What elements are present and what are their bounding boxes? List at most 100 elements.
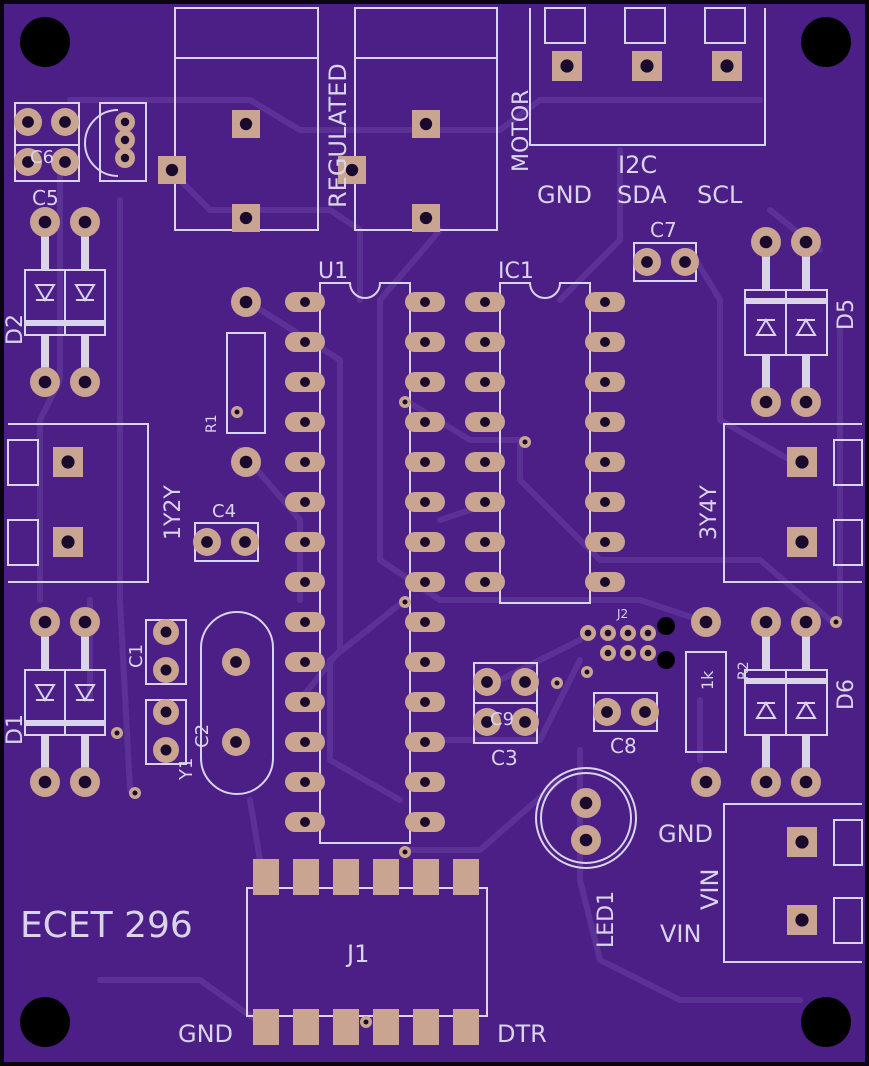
pad-hole bbox=[420, 457, 430, 467]
pad-hole bbox=[420, 297, 430, 307]
label-1y2y: 1Y2Y bbox=[161, 485, 186, 540]
pad-hole bbox=[799, 775, 813, 789]
pad-hole bbox=[61, 455, 75, 469]
via-hole bbox=[363, 1019, 369, 1025]
pad-hole bbox=[300, 337, 310, 347]
pad-hole bbox=[420, 817, 430, 827]
pad-hole bbox=[22, 116, 34, 128]
pad-hole bbox=[799, 395, 813, 409]
smd-pad bbox=[253, 859, 279, 895]
pad-hole bbox=[600, 537, 610, 547]
pad-hole bbox=[480, 457, 490, 467]
smd-pad bbox=[453, 859, 479, 895]
mounting-hole bbox=[801, 997, 851, 1047]
pad-hole bbox=[420, 577, 430, 587]
pad-hole bbox=[78, 215, 92, 229]
label-c9: C9 bbox=[490, 709, 514, 730]
pad-hole bbox=[160, 744, 172, 756]
label-j2: J2 bbox=[616, 607, 628, 621]
pad-hole bbox=[300, 657, 310, 667]
via-hole bbox=[132, 790, 138, 796]
label-d5: D5 bbox=[834, 299, 859, 330]
pad-hole bbox=[644, 629, 652, 637]
pad-hole bbox=[560, 59, 574, 73]
pad-hole bbox=[799, 235, 813, 249]
j2-hole bbox=[657, 651, 675, 669]
pad-hole bbox=[481, 676, 493, 688]
via-hole bbox=[402, 849, 408, 855]
pad-hole bbox=[300, 617, 310, 627]
pad-hole bbox=[600, 377, 610, 387]
pad-hole bbox=[239, 117, 253, 131]
pad-hole bbox=[759, 615, 773, 629]
led-outline bbox=[535, 767, 637, 869]
pad-hole bbox=[300, 777, 310, 787]
label-led1: LED1 bbox=[594, 891, 619, 948]
pad-hole bbox=[300, 377, 310, 387]
pad-hole bbox=[420, 497, 430, 507]
pad-hole bbox=[420, 697, 430, 707]
pad-hole bbox=[699, 615, 713, 629]
pad-hole bbox=[38, 375, 52, 389]
pad-hole bbox=[579, 796, 593, 810]
pad-hole bbox=[420, 617, 430, 627]
label-i2c: I2C bbox=[618, 151, 657, 179]
pad-hole bbox=[600, 417, 610, 427]
pad-hole bbox=[584, 629, 592, 637]
pad-hole bbox=[639, 706, 651, 718]
pad-hole bbox=[480, 577, 490, 587]
pad-hole bbox=[239, 455, 253, 469]
pad-hole bbox=[480, 497, 490, 507]
pad-hole bbox=[300, 497, 310, 507]
pad-hole bbox=[644, 649, 652, 657]
j1-outline bbox=[246, 887, 488, 1017]
pad-hole bbox=[481, 716, 493, 728]
smd-pad bbox=[373, 859, 399, 895]
label-c7: C7 bbox=[650, 218, 677, 242]
smd-pad bbox=[413, 859, 439, 895]
pad-hole bbox=[160, 626, 172, 638]
pad-hole bbox=[230, 656, 242, 668]
via-hole bbox=[402, 399, 408, 405]
smd-pad bbox=[373, 1009, 399, 1045]
pad-hole bbox=[600, 337, 610, 347]
pad-hole bbox=[120, 117, 130, 127]
label-c3: C3 bbox=[491, 746, 518, 770]
pad-hole bbox=[420, 377, 430, 387]
pad-hole bbox=[600, 297, 610, 307]
pad-hole bbox=[799, 615, 813, 629]
pad-hole bbox=[795, 535, 809, 549]
pad-hole bbox=[480, 377, 490, 387]
pad-hole bbox=[300, 737, 310, 747]
via-hole bbox=[234, 409, 240, 415]
pad-hole bbox=[795, 835, 809, 849]
pad-hole bbox=[59, 116, 71, 128]
pad-hole bbox=[239, 536, 251, 548]
pad-hole bbox=[519, 716, 531, 728]
i2c-connector-outline bbox=[529, 8, 766, 146]
pad-hole bbox=[419, 211, 433, 225]
label-d2: D2 bbox=[3, 314, 28, 345]
label-scl: SCL bbox=[697, 181, 743, 209]
pad-hole bbox=[601, 706, 613, 718]
pad-hole bbox=[300, 297, 310, 307]
pad-hole bbox=[300, 417, 310, 427]
pad-hole bbox=[795, 913, 809, 927]
label-c2: C2 bbox=[192, 724, 213, 748]
pad-hole bbox=[600, 497, 610, 507]
smd-pad bbox=[413, 1009, 439, 1045]
label-c1: C1 bbox=[126, 644, 147, 668]
pad-hole bbox=[579, 833, 593, 847]
pad-hole bbox=[480, 537, 490, 547]
pad-hole bbox=[38, 615, 52, 629]
ic1-outline bbox=[499, 282, 591, 604]
smd-pad bbox=[333, 1009, 359, 1045]
smd-pad bbox=[293, 1009, 319, 1045]
pad-hole bbox=[59, 156, 71, 168]
pad-hole bbox=[120, 135, 130, 145]
pad-hole bbox=[420, 737, 430, 747]
diode-leads bbox=[41, 230, 810, 775]
label-gnd-right: GND bbox=[658, 820, 713, 848]
label-r2: R2 bbox=[736, 661, 752, 680]
smd-pad bbox=[333, 859, 359, 895]
